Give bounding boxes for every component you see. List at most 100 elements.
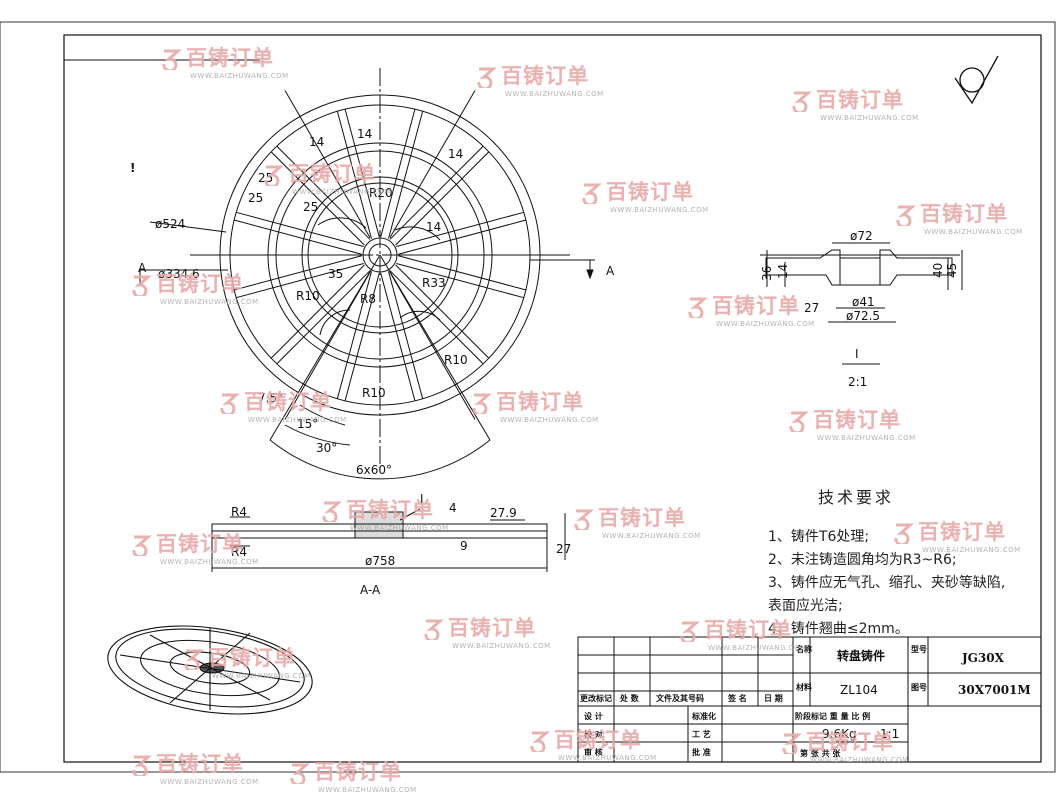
dim-4: 4 [449, 501, 457, 515]
surface-finish-icon [954, 55, 999, 105]
page-outer-border [0, 21, 1056, 773]
tb-col-change: 更改标记 [580, 693, 612, 703]
section-dimension-labels: R4 R4 ø758 27.9 4 9 27 I A-A [231, 492, 571, 597]
rib-line [396, 211, 524, 247]
isometric-preview [107, 625, 313, 715]
detail-36: 36 [760, 266, 774, 281]
tb-row-approve: 批 准 [692, 747, 711, 757]
dim-r10-bottom: R10 [362, 386, 386, 400]
construction-line [389, 272, 476, 420]
tb-row-std: 标准化 [691, 711, 716, 721]
title-block-text: 名称 转盘铸件 型号 JG30X 材料 ZL104 图号 30X7001M 更改… [580, 644, 1031, 758]
section-label-aa: A-A [360, 583, 381, 597]
tb-row-check: 校 对 [584, 729, 603, 739]
callout-i: I [420, 492, 424, 506]
construction-line [284, 90, 371, 238]
note-item-5: 4、铸件翘曲≤2mm。 [768, 621, 909, 637]
rib-line [270, 151, 365, 246]
dim-d758: ø758 [365, 554, 395, 568]
rib-line [276, 145, 371, 240]
tb-col-sign: 签 名 [727, 693, 747, 703]
tb-scale: 1:1 [880, 727, 899, 741]
dim-r10-right: R10 [444, 353, 468, 367]
drawing-frame [63, 34, 1042, 763]
dim-r4-bottom: R4 [231, 545, 247, 559]
dim-r33: R33 [422, 276, 446, 290]
detail-45: 45 [945, 263, 959, 278]
tb-col-doc: 文件及其号码 [656, 693, 704, 703]
note-item-4: 表面应光洁; [768, 598, 843, 614]
tb-material: ZL104 [840, 683, 878, 697]
dim-27: 27 [556, 542, 571, 556]
detail-labels: ø72 ø41 ø72.5 36 14 40 45 27 I 2:1 [760, 229, 959, 389]
rib-line [395, 151, 490, 246]
dim-14-d: 14 [426, 220, 441, 234]
rib-line [388, 271, 424, 399]
section-view [211, 508, 566, 572]
dim-25-a: 25 [258, 171, 273, 185]
technical-requirements: 技术要求 1、铸件T6处理; 2、未注铸造圆角均为R3~R6; 3、铸件应无气孔… [768, 484, 1005, 641]
tb-name-label: 名称 [796, 644, 812, 654]
tb-row-process: 工 艺 [692, 729, 711, 739]
note-item-3: 3、铸件应无气孔、缩孔、夹砂等缺陷, [768, 575, 1006, 591]
dim-r20: R20 [369, 186, 393, 200]
rib-line [344, 273, 380, 402]
note-item-2: 2、未注铸造圆角均为R3~R6; [768, 552, 957, 568]
detail-14: 14 [776, 264, 790, 279]
dim-d524: ø524 [155, 217, 185, 231]
dim-angle-30: 30° [316, 441, 337, 455]
rib-line [233, 255, 362, 291]
rib-line [270, 264, 365, 359]
dim-d334: ø334.6 [158, 267, 200, 281]
rib-line [236, 263, 364, 299]
detail-scale: 2:1 [848, 375, 867, 389]
dim-14-b: 14 [357, 127, 372, 141]
rib-line [336, 111, 372, 239]
dim-r4-top: R4 [231, 505, 247, 519]
rib-line [388, 111, 424, 239]
detail-40: 40 [931, 263, 945, 278]
tb-model: JG30X [961, 651, 1005, 665]
tb-stage-header: 阶段标记 重 量 比 例 [795, 711, 870, 721]
dim-25-b: 25 [248, 191, 263, 205]
tb-row-review: 审 核 [584, 747, 603, 757]
dim-35: 35 [328, 267, 343, 281]
tb-row-design: 设 计 [584, 711, 603, 721]
rib-line [344, 108, 380, 237]
rib-line [233, 219, 362, 255]
tb-weight: 9.6Kg [822, 727, 857, 741]
dim-27-9: 27.9 [490, 506, 517, 520]
detail-27: 27 [804, 301, 819, 315]
dim-9: 9 [460, 539, 468, 553]
rib-line [395, 264, 490, 359]
rib-line [276, 270, 371, 365]
rib-line [389, 145, 484, 240]
tb-drawing-no: 30X7001M [958, 683, 1031, 697]
detail-d72: ø72 [850, 229, 873, 243]
detail-label-i: I [855, 347, 859, 361]
rib-line [380, 273, 416, 402]
dim-angle-15: 15° [297, 417, 318, 431]
detail-view [760, 242, 963, 365]
rib-line [336, 271, 372, 399]
section-mark-a-right: A [606, 264, 615, 278]
tb-col-date: 日 期 [764, 693, 783, 703]
dim-r8: R8 [360, 292, 376, 306]
dim-r10-left: R10 [296, 289, 320, 303]
rib-line [398, 255, 527, 291]
dim-angle-7-5: 7.5° [258, 391, 283, 405]
detail-d41: ø41 [852, 295, 875, 309]
plan-dimension-labels: ø524 ø334.6 R20 R33 R8 R10 R10 R10 35 14… [138, 127, 615, 477]
title-block [577, 636, 1042, 763]
construction-line [389, 90, 476, 238]
tb-model-label: 型号 [911, 644, 927, 654]
dim-25-c: 25 [303, 200, 318, 214]
rib-line [380, 108, 416, 237]
section-mark-a-left: A [138, 261, 147, 275]
dim-angle-6x60: 6x60° [356, 463, 392, 477]
edge-mark: ! [130, 161, 135, 175]
detail-d72-5: ø72.5 [846, 309, 880, 323]
tb-drawing-label: 图号 [911, 683, 927, 692]
dim-14-a: 14 [309, 135, 324, 149]
